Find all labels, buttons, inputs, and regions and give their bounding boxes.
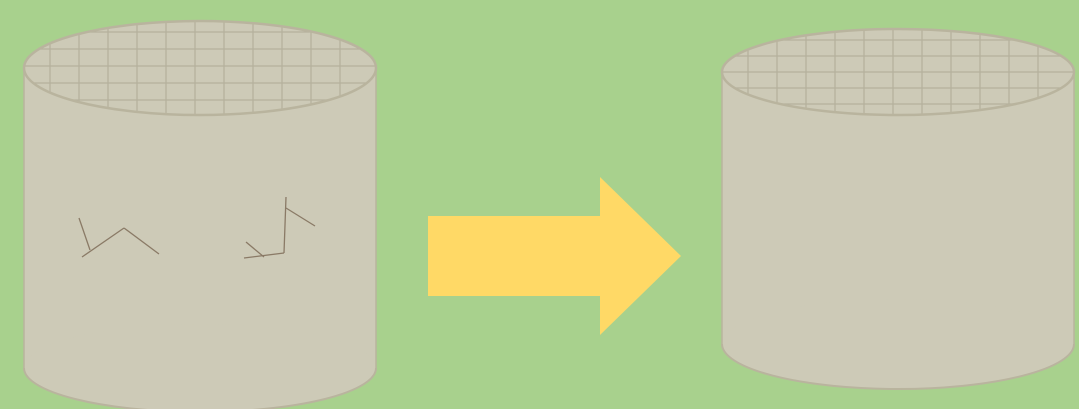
- left-cylinder: [22, 19, 378, 409]
- crack-mark-left: [78, 217, 160, 258]
- right-cylinder-body: [721, 72, 1075, 390]
- right-arrow-icon: [428, 177, 681, 335]
- crack-mark-right: [243, 196, 316, 259]
- right-cylinder-top-grid: [720, 27, 1076, 117]
- left-cylinder-body: [23, 68, 377, 409]
- right-cylinder: [720, 27, 1076, 390]
